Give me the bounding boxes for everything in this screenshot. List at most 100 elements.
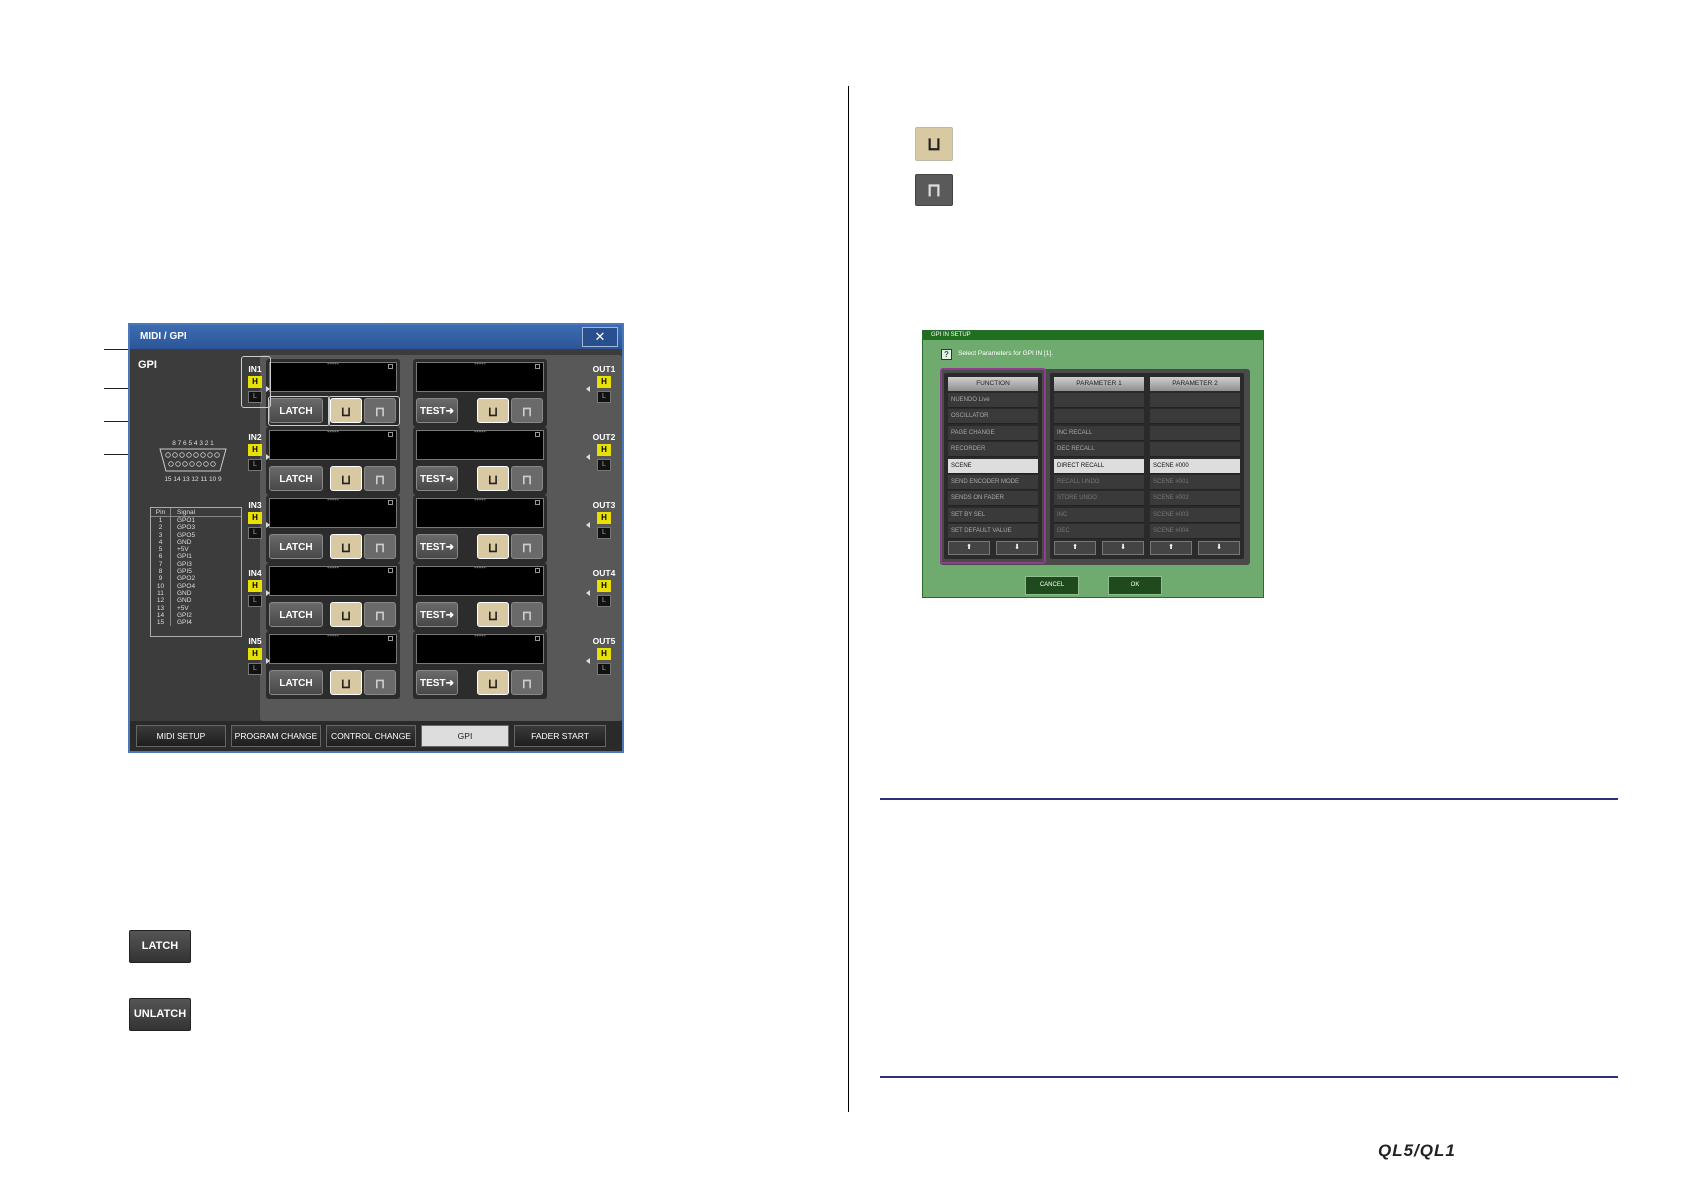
scroll-down-button[interactable]: ⬇ bbox=[1102, 541, 1144, 555]
parameter-list-item[interactable]: INC bbox=[1054, 507, 1144, 523]
column-header: PARAMETER 2 bbox=[1150, 377, 1240, 391]
active-high-button[interactable]: ⊓ bbox=[511, 670, 543, 695]
parameter-list-item[interactable]: SEND ENCODER MODE bbox=[948, 475, 1038, 490]
parameter-list-item[interactable]: NUENDO Live bbox=[948, 393, 1038, 408]
ok-button[interactable]: OK bbox=[1108, 576, 1162, 595]
parameter-list-item[interactable]: SCENE #003 bbox=[1150, 507, 1240, 523]
pin-number: 13 bbox=[151, 604, 171, 612]
latch-button[interactable]: LATCH bbox=[269, 602, 323, 627]
scroll-down-button[interactable]: ⬇ bbox=[996, 541, 1038, 555]
parameter-list-item[interactable]: SCENE #000 bbox=[1150, 458, 1240, 474]
close-button[interactable]: ✕ bbox=[582, 327, 618, 347]
parameter-list-item[interactable] bbox=[1150, 425, 1240, 441]
test-button[interactable]: TEST➜ bbox=[416, 534, 458, 559]
in-name-text: ----- bbox=[327, 361, 339, 368]
parameter-list-item[interactable]: DEC RECALL bbox=[1054, 442, 1144, 458]
parameter-list-item[interactable]: SENDS ON FADER bbox=[948, 491, 1038, 507]
scroll-up-button[interactable]: ⬆ bbox=[948, 541, 990, 555]
parameter-list-item[interactable]: SET BY SEL bbox=[948, 507, 1038, 523]
active-high-button[interactable]: ⊓ bbox=[364, 398, 396, 423]
pin-signal: +5V bbox=[177, 546, 189, 554]
parameter-list-item[interactable]: RECORDER bbox=[948, 442, 1038, 458]
cancel-button[interactable]: CANCEL bbox=[1025, 576, 1079, 595]
test-button[interactable]: TEST➜ bbox=[416, 602, 458, 627]
latch-button[interactable]: LATCH bbox=[269, 670, 323, 695]
active-low-button[interactable]: ⊔ bbox=[330, 398, 362, 423]
parameter-list-item[interactable]: RECALL UNDO bbox=[1054, 475, 1144, 490]
active-low-button[interactable]: ⊔ bbox=[330, 466, 362, 491]
tab-gpi[interactable]: GPI bbox=[421, 725, 509, 747]
active-low-button[interactable]: ⊔ bbox=[330, 602, 362, 627]
gpo-out-group: ----- TEST➜ ⊔⊓ bbox=[413, 427, 547, 495]
parameter-list-item[interactable]: INC RECALL bbox=[1054, 425, 1144, 441]
parameter-list-item[interactable]: DEC bbox=[1054, 524, 1144, 540]
scroll-down-button[interactable]: ⬇ bbox=[1198, 541, 1240, 555]
in-name-field[interactable]: ----- bbox=[269, 497, 397, 528]
parameter-list-item[interactable] bbox=[1150, 442, 1240, 458]
active-high-button[interactable]: ⊓ bbox=[364, 466, 396, 491]
out-name-field[interactable]: ----- bbox=[416, 361, 544, 392]
in-name-field[interactable]: ----- bbox=[269, 361, 397, 392]
polarity-highlight bbox=[328, 396, 400, 426]
out-name-field[interactable]: ----- bbox=[416, 565, 544, 596]
scroll-up-button[interactable]: ⬆ bbox=[1150, 541, 1192, 555]
parameter-list-item[interactable] bbox=[1150, 393, 1240, 408]
edit-icon bbox=[388, 432, 393, 437]
pin-number: 11 bbox=[151, 589, 171, 598]
in-high-indicator: H bbox=[248, 512, 262, 524]
out-arrow-icon bbox=[586, 658, 590, 664]
scroll-up-button[interactable]: ⬆ bbox=[1054, 541, 1096, 555]
pin-header: Pin bbox=[151, 508, 171, 516]
active-high-button[interactable]: ⊓ bbox=[364, 534, 396, 559]
in-name-field[interactable]: ----- bbox=[269, 565, 397, 596]
tab-fader-start[interactable]: FADER START bbox=[514, 725, 606, 747]
parameter-list-item[interactable] bbox=[1054, 409, 1144, 425]
out-high-indicator: H bbox=[597, 376, 611, 388]
parameter-list-item[interactable] bbox=[1054, 393, 1144, 408]
in-arrow-icon bbox=[266, 454, 270, 460]
active-low-button[interactable]: ⊔ bbox=[477, 670, 509, 695]
active-low-button[interactable]: ⊔ bbox=[477, 534, 509, 559]
active-high-button[interactable]: ⊓ bbox=[511, 534, 543, 559]
tab-control-change[interactable]: CONTROL CHANGE bbox=[326, 725, 416, 747]
active-low-button[interactable]: ⊔ bbox=[330, 534, 362, 559]
parameter-list-item[interactable]: SCENE #001 bbox=[1150, 475, 1240, 490]
active-high-button[interactable]: ⊓ bbox=[511, 398, 543, 423]
active-high-button[interactable]: ⊓ bbox=[364, 670, 396, 695]
parameter-list-item[interactable]: SCENE bbox=[948, 458, 1038, 474]
out-name-field[interactable]: ----- bbox=[416, 497, 544, 528]
parameter-list-item[interactable]: DIRECT RECALL bbox=[1054, 458, 1144, 474]
edit-icon bbox=[535, 568, 540, 573]
test-button[interactable]: TEST➜ bbox=[416, 466, 458, 491]
pin-signal: GND bbox=[177, 589, 192, 597]
parameter-list-item[interactable] bbox=[1150, 409, 1240, 425]
out-name-field[interactable]: ----- bbox=[416, 429, 544, 460]
latch-button[interactable]: LATCH bbox=[269, 534, 323, 559]
parameter-list-item[interactable]: STORE UNDO bbox=[1054, 491, 1144, 507]
out-name-field[interactable]: ----- bbox=[416, 633, 544, 664]
active-low-button[interactable]: ⊔ bbox=[477, 602, 509, 627]
active-low-button[interactable]: ⊔ bbox=[477, 398, 509, 423]
test-button[interactable]: TEST➜ bbox=[416, 670, 458, 695]
parameter-list-item[interactable]: SET DEFAULT VALUE bbox=[948, 524, 1038, 540]
tab-midi-setup[interactable]: MIDI SETUP bbox=[136, 725, 226, 747]
in-name-field[interactable]: ----- bbox=[269, 429, 397, 460]
parameter-list-item[interactable]: OSCILLATOR bbox=[948, 409, 1038, 425]
pin-number: 10 bbox=[151, 582, 171, 590]
tab-program-change[interactable]: PROGRAM CHANGE bbox=[231, 725, 321, 747]
active-high-button[interactable]: ⊓ bbox=[511, 466, 543, 491]
parameter-list-item[interactable]: PAGE CHANGE bbox=[948, 425, 1038, 441]
active-low-button[interactable]: ⊔ bbox=[477, 466, 509, 491]
out-high-indicator: H bbox=[597, 580, 611, 592]
latch-button[interactable]: LATCH bbox=[269, 466, 323, 491]
test-button[interactable]: TEST➜ bbox=[416, 398, 458, 423]
active-high-button[interactable]: ⊓ bbox=[364, 602, 396, 627]
parameter-list-item[interactable]: SCENE #004 bbox=[1150, 524, 1240, 540]
parameter-list-item[interactable]: SCENE #002 bbox=[1150, 491, 1240, 507]
active-high-button[interactable]: ⊓ bbox=[511, 602, 543, 627]
in-name-field[interactable]: ----- bbox=[269, 633, 397, 664]
latch-button[interactable]: LATCH bbox=[269, 398, 323, 423]
active-low-button[interactable]: ⊔ bbox=[330, 670, 362, 695]
